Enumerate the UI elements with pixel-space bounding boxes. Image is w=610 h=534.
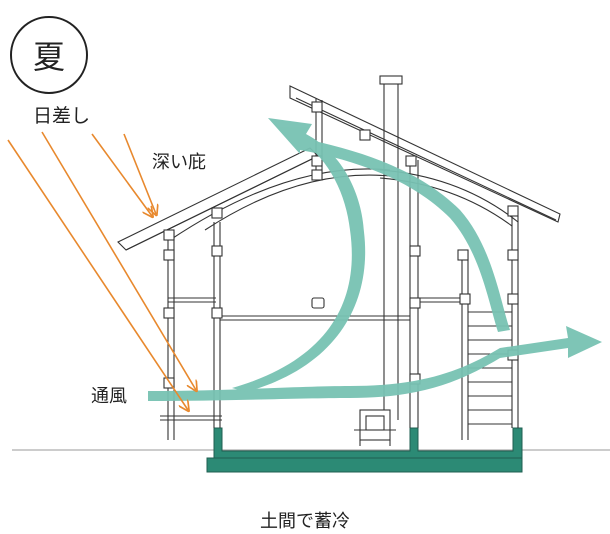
sun-ray-1 — [7, 139, 188, 410]
sun-ray-2 — [41, 131, 196, 390]
foundation-slab — [206, 427, 523, 473]
airflow-arrows — [148, 118, 602, 401]
ventilation-label: 通風 — [91, 386, 127, 407]
season-badge: 夏 — [10, 16, 88, 94]
airflow-main-stream — [148, 326, 602, 401]
joint-marks — [163, 101, 519, 389]
sun-ray-4 — [123, 133, 156, 214]
season-label: 夏 — [32, 38, 65, 76]
airflow-right-stream — [300, 138, 510, 332]
sunlight-label: 日差し — [33, 105, 91, 127]
deep-eaves-label: 深い庇 — [152, 152, 206, 173]
house-frame — [117, 75, 561, 440]
sun-ray-3 — [91, 133, 152, 216]
wood-stove-icon — [354, 409, 396, 446]
earth-floor-label: 土間で蓄冷 — [260, 511, 350, 532]
sun-rays — [7, 131, 196, 410]
